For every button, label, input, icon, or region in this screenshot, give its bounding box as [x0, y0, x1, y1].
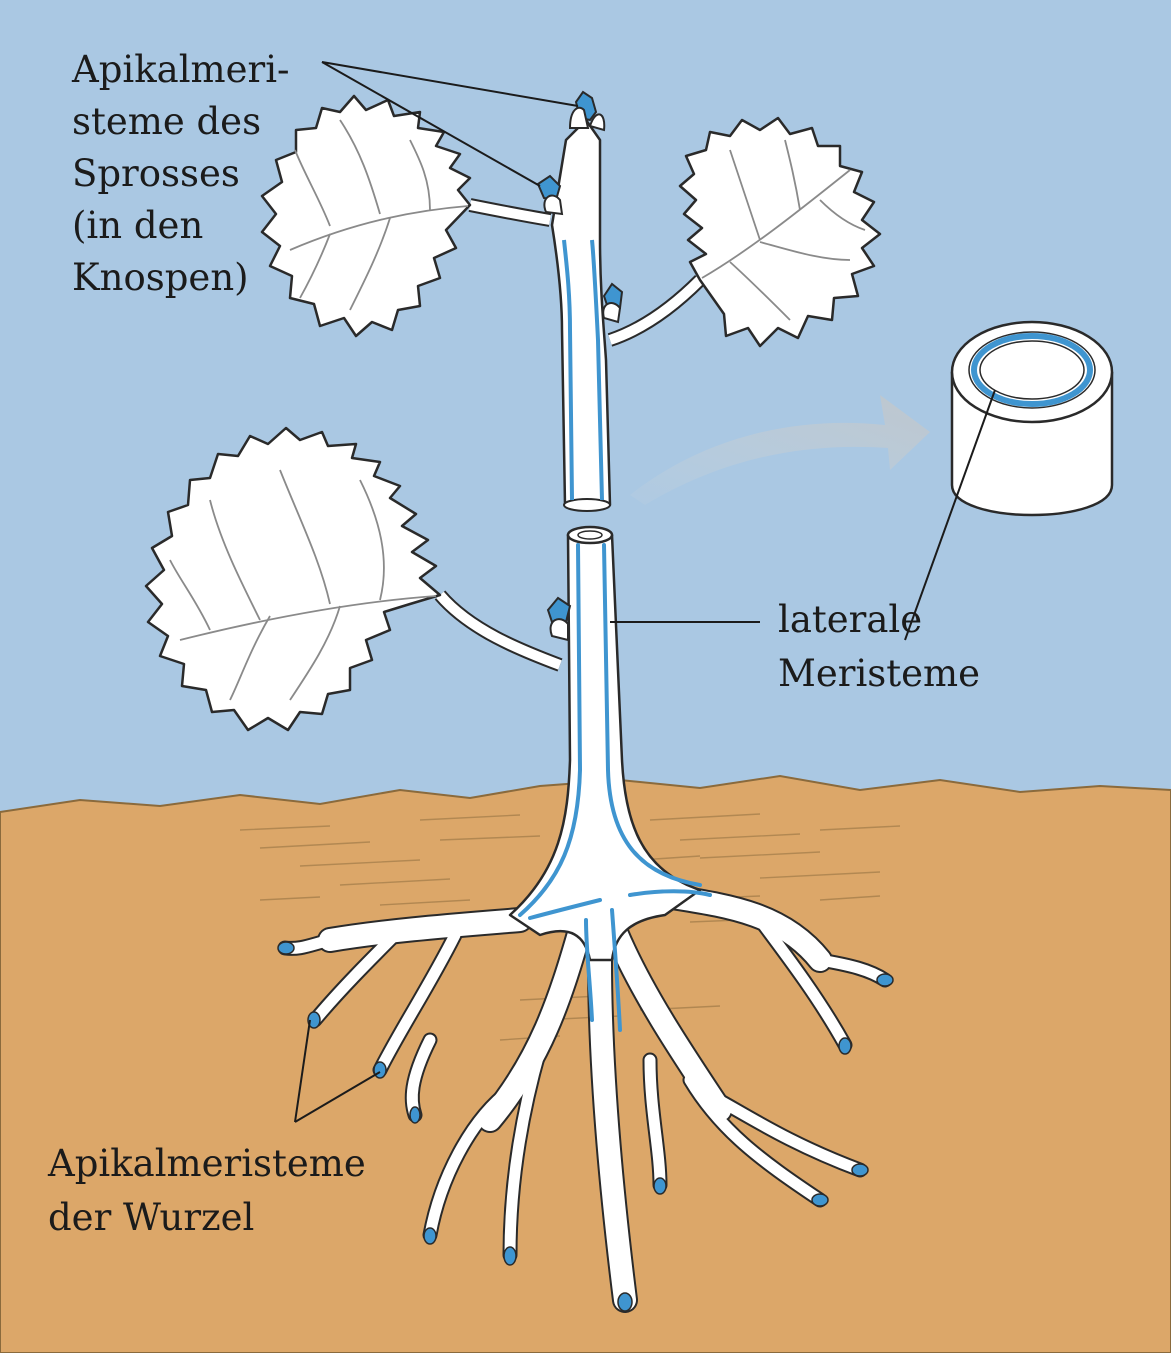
stem-cross-section — [952, 322, 1112, 515]
root-apical-meristem — [654, 1178, 666, 1194]
upper-stem-cut-end — [564, 499, 610, 511]
root-apical-meristem — [852, 1164, 868, 1176]
label-line: Apikalmeristeme — [47, 1142, 366, 1185]
root-apical-meristem — [877, 974, 893, 986]
label-line: der Wurzel — [48, 1196, 254, 1239]
root-apical-meristem — [812, 1194, 828, 1206]
root-apical-meristem — [839, 1038, 851, 1054]
root-apical-meristem — [424, 1228, 436, 1244]
root-apical-meristem — [618, 1293, 632, 1311]
bud-scale — [603, 303, 620, 322]
label-line: (in den — [72, 204, 203, 247]
label-line: laterale — [778, 598, 922, 641]
label-line: steme des — [72, 100, 261, 143]
label-line: Meristeme — [778, 652, 980, 695]
root-apical-meristem — [410, 1107, 420, 1123]
bud-scale — [544, 196, 562, 214]
label-line: Knospen) — [72, 256, 249, 299]
bud-scale — [551, 619, 568, 640]
label-line: Sprosses — [72, 152, 240, 195]
root-apical-meristem — [504, 1247, 516, 1265]
root-apical-meristem — [278, 942, 294, 954]
label-line: Apikalmeri- — [71, 48, 290, 91]
